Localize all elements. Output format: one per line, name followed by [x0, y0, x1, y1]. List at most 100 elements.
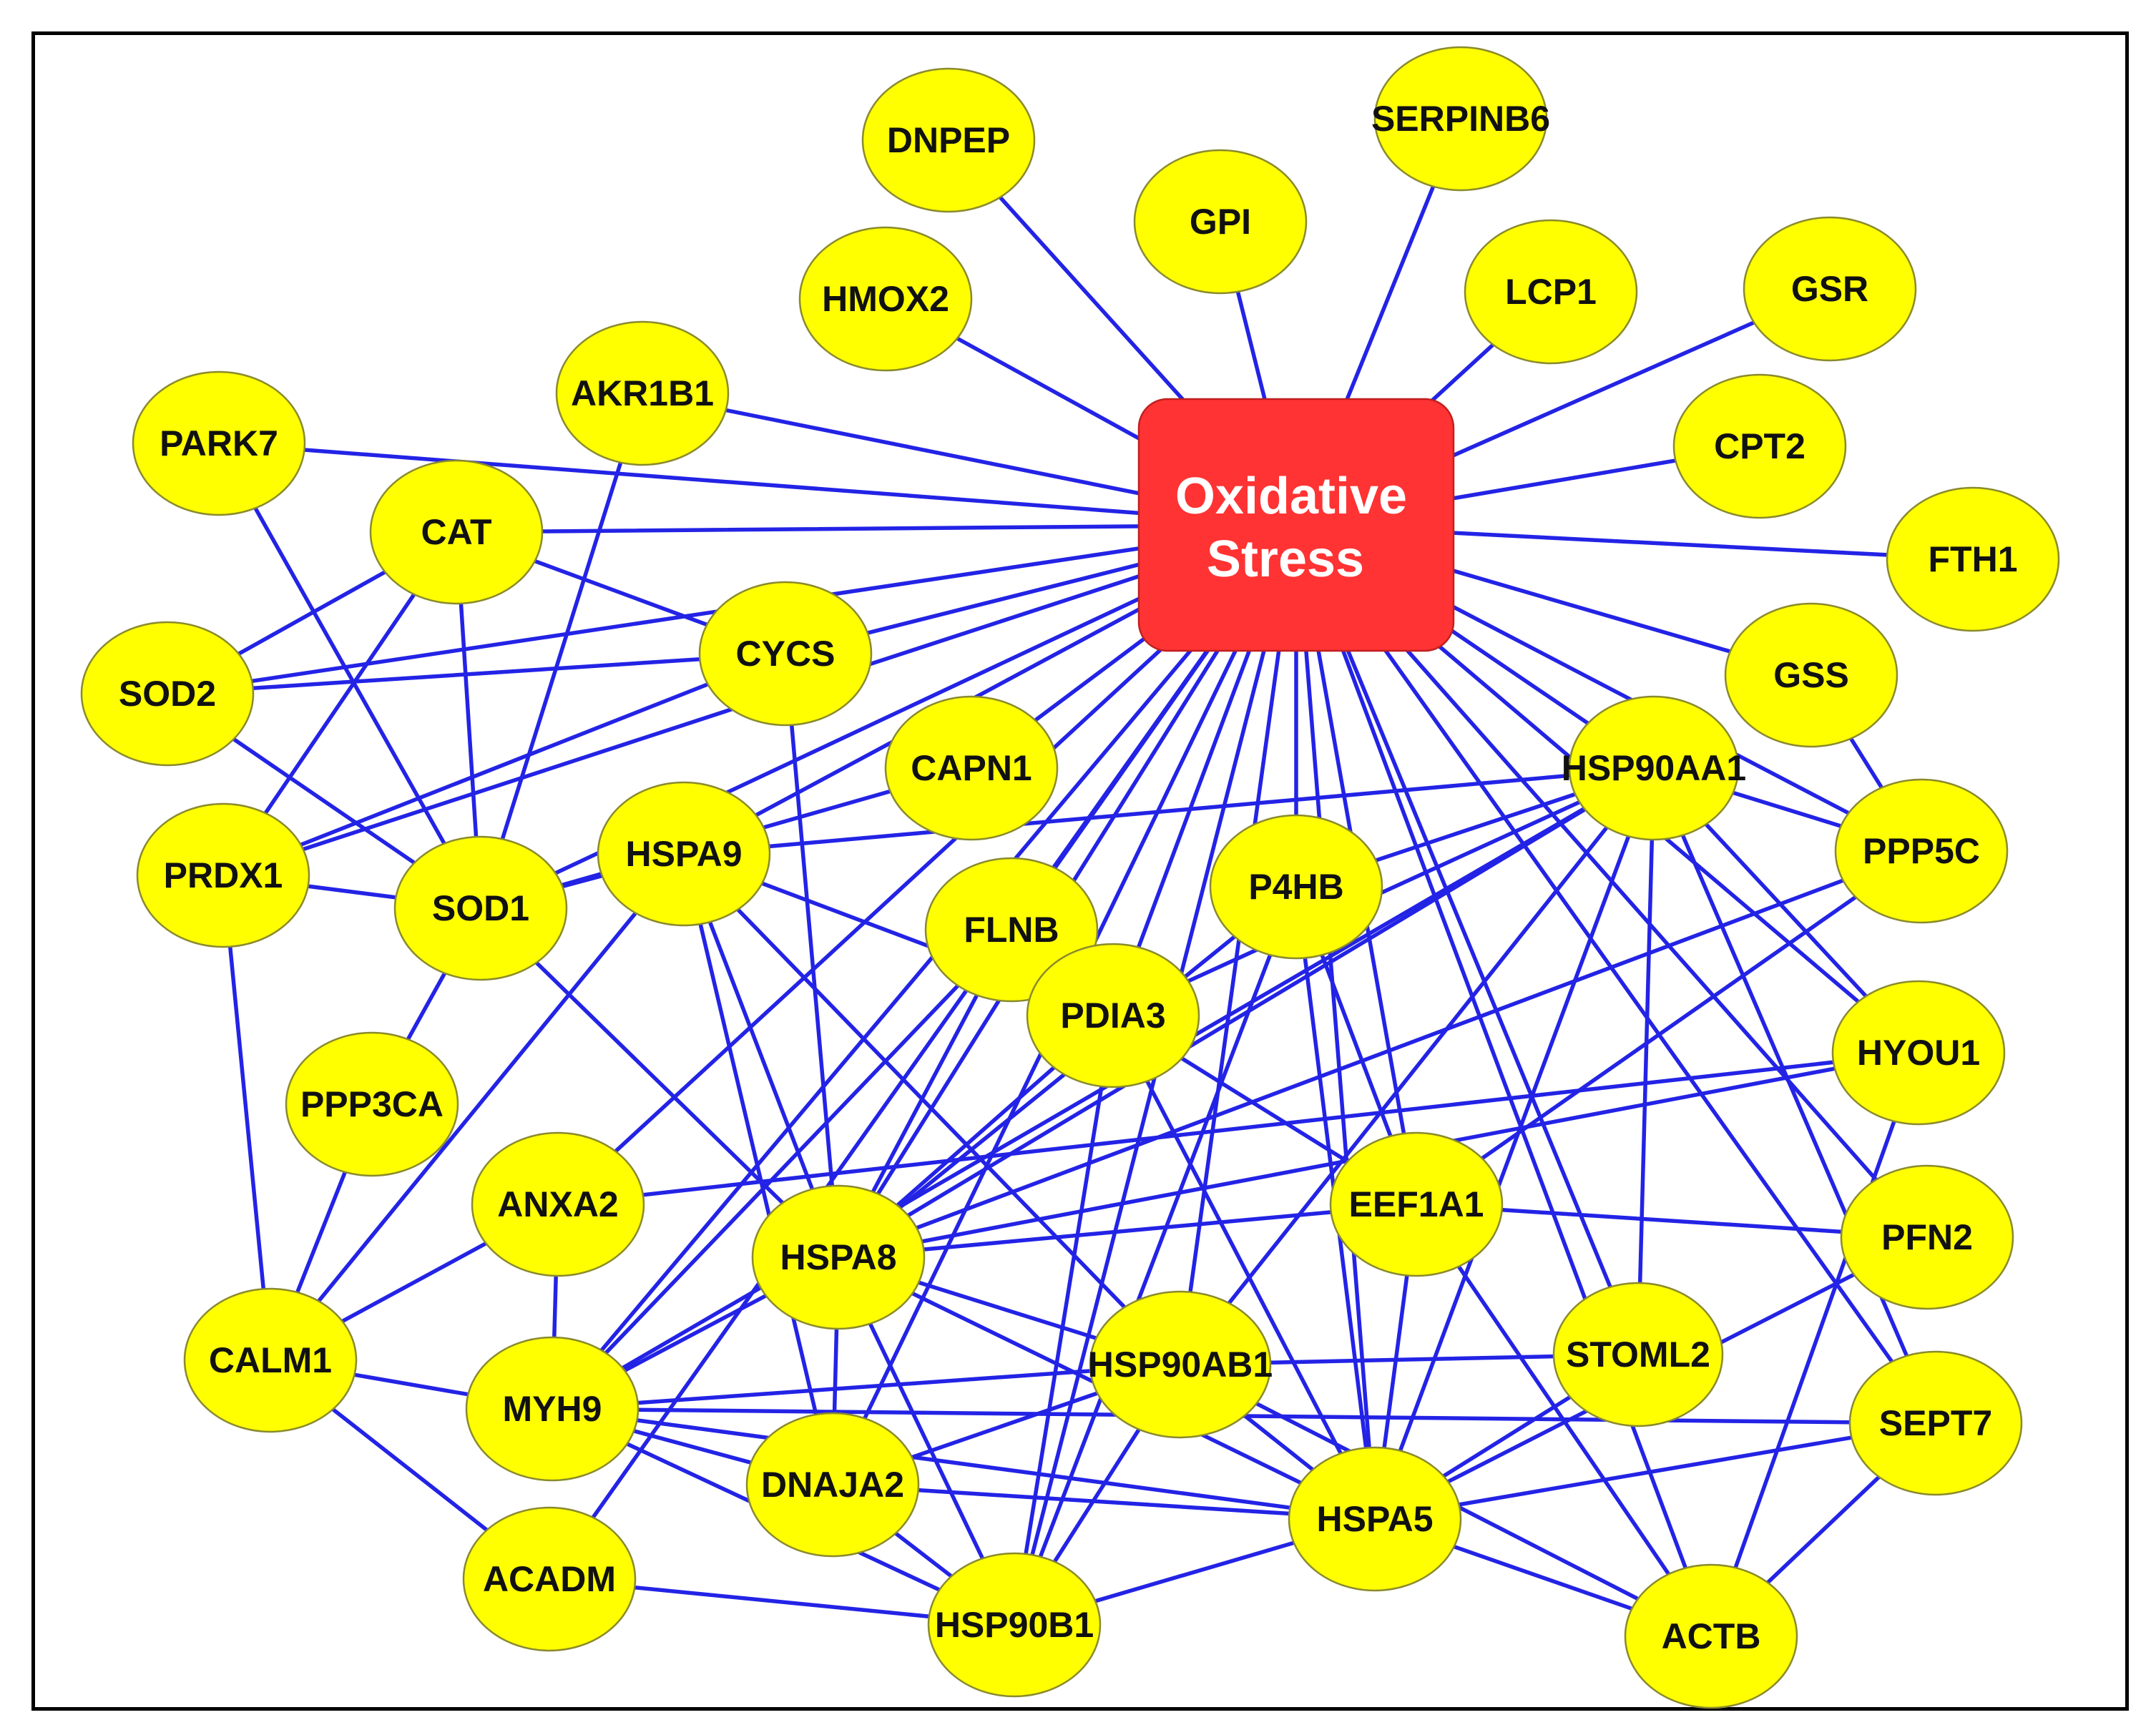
node-shape	[1834, 778, 2009, 924]
node-hspa5: HSPA5	[1288, 1446, 1462, 1592]
node-hmox2: HMOX2	[798, 226, 973, 372]
node-label: P4HB	[1248, 867, 1343, 907]
node-shape	[745, 1412, 920, 1558]
node-shape	[1886, 486, 2060, 632]
node-label: HSP90AB1	[1088, 1345, 1273, 1385]
node-shape	[369, 459, 544, 605]
node-shape	[465, 1336, 640, 1482]
node-hspa9: HSPA9	[597, 781, 771, 927]
node-label: PPP3CA	[300, 1084, 444, 1124]
node-anxa2: ANXA2	[471, 1131, 645, 1277]
edge-park7-sod1	[217, 441, 483, 910]
node-calm1: CALM1	[183, 1287, 358, 1433]
hub-label-line-2: Stress	[1207, 531, 1364, 588]
node-akr1b1: AKR1B1	[555, 320, 730, 466]
edge-p4hb-hsp90b1	[1012, 885, 1298, 1627]
edge-hsp90aa1-hsp90ab1	[1178, 766, 1656, 1367]
node-stoml2: STOML2	[1552, 1282, 1724, 1427]
node-label: LCP1	[1505, 272, 1597, 312]
node-shape	[1288, 1446, 1462, 1592]
node-sod2: SOD2	[80, 621, 255, 767]
node-cat: CAT	[369, 459, 544, 605]
edge-hsp90ab1-myh9	[550, 1362, 1182, 1411]
node-hsp90ab1: HSP90AB1	[1088, 1290, 1273, 1439]
edge-anxa2-hyou1	[556, 1051, 1921, 1206]
edge-prdx1-cycs	[221, 652, 788, 878]
edge-cycs-hspa8	[783, 652, 841, 1259]
edge-calm1-hspa9	[268, 852, 686, 1362]
node-label: FTH1	[1929, 539, 2018, 579]
node-eef1a1: EEF1A1	[1329, 1131, 1504, 1277]
node-shape	[1209, 814, 1383, 960]
edge-ppp5c-hspa8	[836, 849, 1924, 1259]
node-label: HSPA5	[1316, 1499, 1433, 1539]
node-park7: PARK7	[132, 370, 306, 516]
edge-sod2-cycs	[165, 652, 788, 696]
node-label: SOD2	[119, 674, 216, 714]
node-label: HSPA8	[780, 1237, 896, 1277]
node-capn1: CAPN1	[884, 695, 1059, 841]
node-cycs: CYCS	[698, 581, 873, 727]
node-ppp5c: PPP5C	[1834, 778, 2009, 924]
node-shape	[698, 581, 873, 727]
node-shape	[1552, 1282, 1724, 1427]
edge-hsp90aa1-hspa5	[1373, 766, 1656, 1521]
node-shape	[798, 226, 973, 372]
edge-sept7-hspa5	[1373, 1421, 1938, 1521]
hub-label-line-1: Oxidative	[1175, 468, 1407, 525]
edge-hsp90aa1-pdia3	[1111, 766, 1656, 1018]
edge-ppp5c-eef1a1	[1414, 849, 1924, 1206]
node-label: HYOU1	[1857, 1033, 1980, 1073]
edge-dnaja2-hspa5	[830, 1483, 1377, 1521]
node-label: MYH9	[503, 1389, 602, 1429]
node-shape	[1026, 943, 1200, 1088]
hub-node-oxidative-stress: Oxidative Stress	[1137, 398, 1455, 652]
node-gpi: GPI	[1133, 149, 1308, 295]
node-label: ACTB	[1662, 1616, 1761, 1656]
node-p4hb: P4HB	[1209, 814, 1383, 960]
node-gsr: GSR	[1743, 216, 1917, 362]
edge-hspa9-hsp90ab1	[682, 852, 1182, 1367]
node-shape	[136, 802, 310, 948]
node-label: CAPN1	[911, 748, 1032, 788]
node-label: ACADM	[483, 1559, 616, 1599]
node-shape	[927, 1552, 1102, 1698]
edge-myh9-hspa5	[550, 1407, 1377, 1521]
hub-shape	[1137, 398, 1455, 652]
edge-akr1b1-sod1	[479, 391, 645, 910]
node-shape	[1133, 149, 1308, 295]
edge-prdx1-calm1	[221, 873, 273, 1362]
edge-hyou1-actb	[1709, 1051, 1921, 1638]
edge-eef1a1-hspa8	[836, 1202, 1418, 1259]
node-shape	[597, 781, 771, 927]
node-pdia3: PDIA3	[1026, 943, 1200, 1088]
node-hyou1: HYOU1	[1831, 980, 2006, 1126]
edge-pdia3-hsp90b1	[1012, 1013, 1115, 1627]
node-label: DNPEP	[887, 120, 1010, 160]
node-shape	[1672, 373, 1847, 519]
node-label: STOML2	[1566, 1335, 1710, 1375]
edge-hspa9-hsp90aa1	[682, 766, 1656, 856]
edge-sod1-hspa8	[479, 906, 841, 1259]
node-label: HSPA9	[625, 834, 742, 874]
node-label: AKR1B1	[571, 373, 714, 413]
node-label: HMOX2	[822, 279, 949, 319]
node-lcp1: LCP1	[1464, 219, 1638, 365]
node-label: GSR	[1791, 269, 1868, 309]
node-dnpep: DNPEP	[861, 67, 1036, 213]
node-shape	[884, 695, 1059, 841]
node-shape	[471, 1131, 645, 1277]
node-gss: GSS	[1724, 602, 1898, 748]
node-prdx1: PRDX1	[136, 802, 310, 948]
node-shape	[80, 621, 255, 767]
node-shape	[1831, 980, 2006, 1126]
node-label: GPI	[1190, 202, 1251, 242]
node-shape	[1840, 1164, 2014, 1310]
node-label: HSP90AA1	[1562, 748, 1746, 788]
edge-hub-actb	[1294, 523, 1713, 1638]
node-label: PRDX1	[164, 855, 283, 895]
node-fth1: FTH1	[1886, 486, 2060, 632]
edge-hub-myh9	[550, 523, 1298, 1411]
node-label: DNAJA2	[761, 1465, 904, 1505]
